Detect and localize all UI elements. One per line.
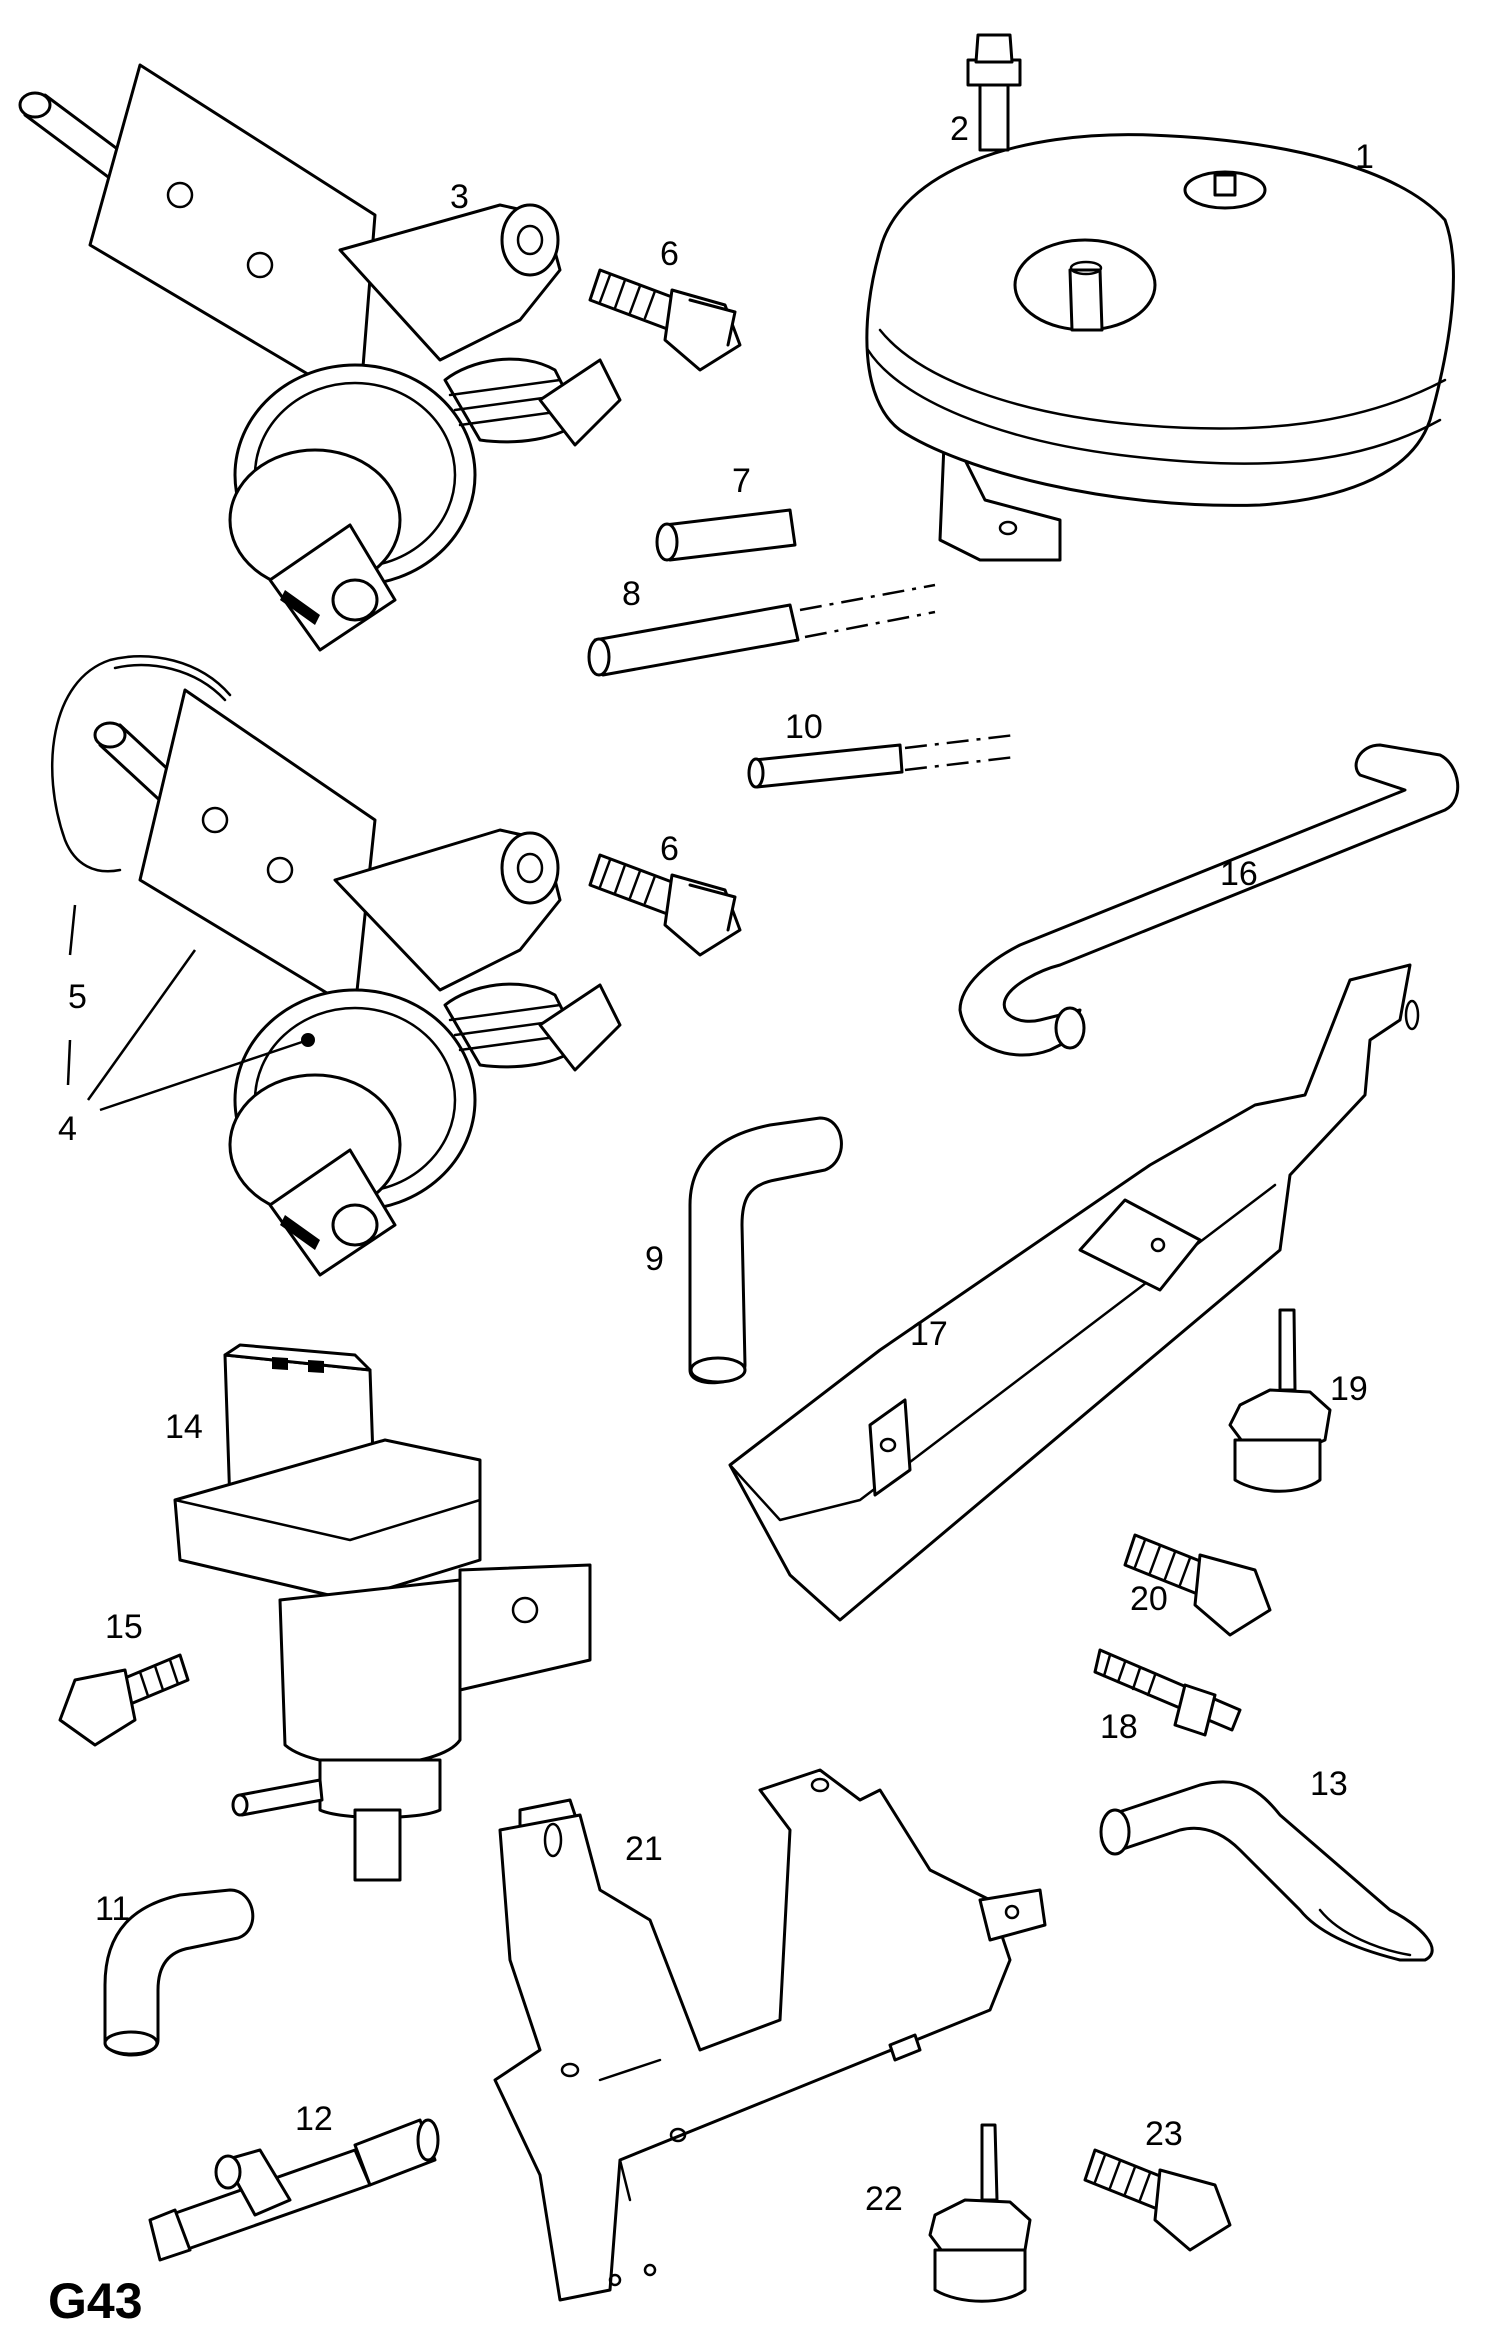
callout-6a: 6 [660,235,679,273]
part-6-bolt-lower [588,853,742,957]
callout-1: 1 [1355,138,1374,176]
callouts: 1 2 3 6 7 8 10 6 16 5 4 9 17 19 14 20 15… [58,110,1374,2218]
callout-14: 14 [165,1408,203,1446]
callout-12: 12 [295,2100,333,2138]
callout-15: 15 [105,1608,143,1646]
callout-18: 18 [1100,1708,1138,1746]
callout-6b: 6 [660,830,679,868]
part-2-bolt [966,33,1022,152]
callout-10: 10 [785,708,823,746]
part-5-ring [51,655,232,873]
callout-5: 5 [68,978,87,1016]
callout-17: 17 [910,1315,948,1353]
part-10-pipe [747,733,1016,789]
callout-7: 7 [732,462,751,500]
part-18-stud [1093,1648,1242,1737]
callout-2: 2 [950,110,969,148]
part-8-pipe [587,583,936,677]
callout-19: 19 [1330,1370,1368,1408]
callout-13: 13 [1310,1765,1348,1803]
part-7-pipe [655,508,797,562]
callout-8: 8 [622,575,641,613]
part-11-elbow-hose [103,1888,255,2057]
part-4-actuator [93,688,622,1277]
part-16-bent-pipe [958,743,1460,1057]
callout-22: 22 [865,2180,903,2218]
callout-20: 20 [1130,1580,1168,1618]
part-23-bolt [1083,2148,1232,2252]
part-15-bolt [58,1653,190,1747]
part-19-rubber-mount [1228,1308,1332,1493]
callout-23: 23 [1145,2115,1183,2153]
part-3-actuator [18,63,622,652]
part-12-t-connector [148,2118,440,2262]
part-13-pipe [1099,1780,1434,1962]
part-9-elbow-hose [688,1116,843,1385]
part-1-vacuum-reservoir [865,133,1455,562]
part-17-bracket [728,963,1420,1622]
callout-11: 11 [95,1890,130,1928]
leader-lines [66,904,309,1112]
part-14-solenoid-valve [173,1343,592,1882]
callout-16: 16 [1220,855,1258,893]
part-6-bolt-upper [588,268,742,372]
part-21-bracket [493,1768,1047,2302]
part-22-rubber-mount [928,2123,1032,2303]
callout-21: 21 [625,1830,663,1868]
callout-9: 9 [645,1240,664,1278]
diagram-code: G43 [48,2273,143,2329]
part-20-bolt [1123,1533,1272,1637]
callout-3: 3 [450,178,469,216]
callout-4: 4 [58,1110,77,1148]
